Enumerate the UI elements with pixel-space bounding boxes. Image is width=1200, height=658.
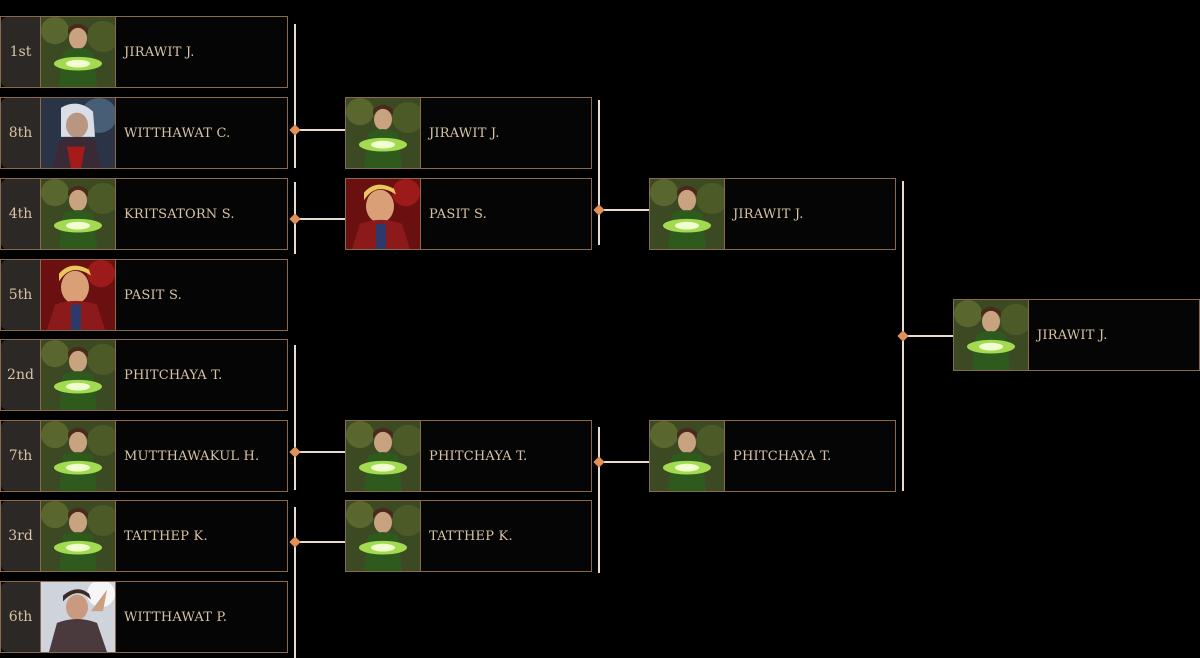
bracket-slot-r1-7[interactable]: 3rd TATTHEP K. [0,500,288,572]
connector-node [289,446,301,458]
seed-label: 8th [1,98,41,168]
bracket-slot-r1-1[interactable]: 1st JIRAWIT J. [0,16,288,88]
seed-label: 3rd [1,501,41,571]
seed-label: 2nd [1,340,41,410]
player-name: WITTHAWAT P. [124,609,228,625]
bracket-slot-r1-3[interactable]: 4th KRITSATORN S. [0,178,288,250]
deck-art [346,501,421,571]
connector-line [294,129,346,131]
connector-node [289,124,301,136]
connector-line [294,507,296,658]
deck-art [41,260,116,330]
player-name: PASIT S. [124,287,182,303]
bracket-slot-r3-1[interactable]: JIRAWIT J. [649,178,896,250]
player-name: JIRAWIT J. [733,206,804,222]
deck-art [346,421,421,491]
seed-label: 4th [1,179,41,249]
connector-node [289,213,301,225]
bracket-slot-champion[interactable]: JIRAWIT J. [953,299,1200,371]
deck-art [41,501,116,571]
player-name: TATTHEP K. [429,528,513,544]
bracket-slot-r2-3[interactable]: PHITCHAYA T. [345,420,592,492]
player-name: JIRAWIT J. [1037,327,1108,343]
connector-node [593,456,605,468]
connector-node [897,330,909,342]
connector-line [294,541,346,543]
bracket-slot-r1-5[interactable]: 2nd PHITCHAYA T. [0,339,288,411]
player-name: WITTHAWAT C. [124,125,231,141]
seed-label: 6th [1,582,41,652]
connector-line [294,24,296,168]
player-name: PASIT S. [429,206,487,222]
deck-art [41,17,116,87]
connector-line [294,345,296,490]
connector-line [598,100,600,245]
player-name: PHITCHAYA T. [124,367,223,383]
connector-line [294,451,346,453]
connector-line [902,335,954,337]
connector-line [294,218,346,220]
connector-node [289,536,301,548]
player-name: JIRAWIT J. [429,125,500,141]
bracket-slot-r2-2[interactable]: PASIT S. [345,178,592,250]
player-name: MUTTHAWAKUL H. [124,448,260,464]
deck-art [346,98,421,168]
deck-art [346,179,421,249]
deck-art [41,421,116,491]
bracket-slot-r1-2[interactable]: 8th WITTHAWAT C. [0,97,288,169]
player-name: PHITCHAYA T. [733,448,832,464]
deck-art [650,179,725,249]
player-name: TATTHEP K. [124,528,208,544]
deck-art [41,340,116,410]
deck-art [41,179,116,249]
bracket-slot-r2-1[interactable]: JIRAWIT J. [345,97,592,169]
deck-art [41,582,116,652]
player-name: PHITCHAYA T. [429,448,528,464]
bracket-slot-r1-4[interactable]: 5th PASIT S. [0,259,288,331]
connector-line [598,461,650,463]
bracket-slot-r2-4[interactable]: TATTHEP K. [345,500,592,572]
seed-label: 7th [1,421,41,491]
player-name: JIRAWIT J. [124,44,195,60]
seed-label: 5th [1,260,41,330]
bracket-slot-r3-2[interactable]: PHITCHAYA T. [649,420,896,492]
deck-art [650,421,725,491]
player-name: KRITSATORN S. [124,206,235,222]
deck-art [41,98,116,168]
connector-node [593,204,605,216]
connector-line [598,427,600,573]
bracket-slot-r1-6[interactable]: 7th MUTTHAWAKUL H. [0,420,288,492]
bracket-slot-r1-8[interactable]: 6th WITTHAWAT P. [0,581,288,653]
connector-line [598,209,650,211]
deck-art [954,300,1029,370]
seed-label: 1st [1,17,41,87]
